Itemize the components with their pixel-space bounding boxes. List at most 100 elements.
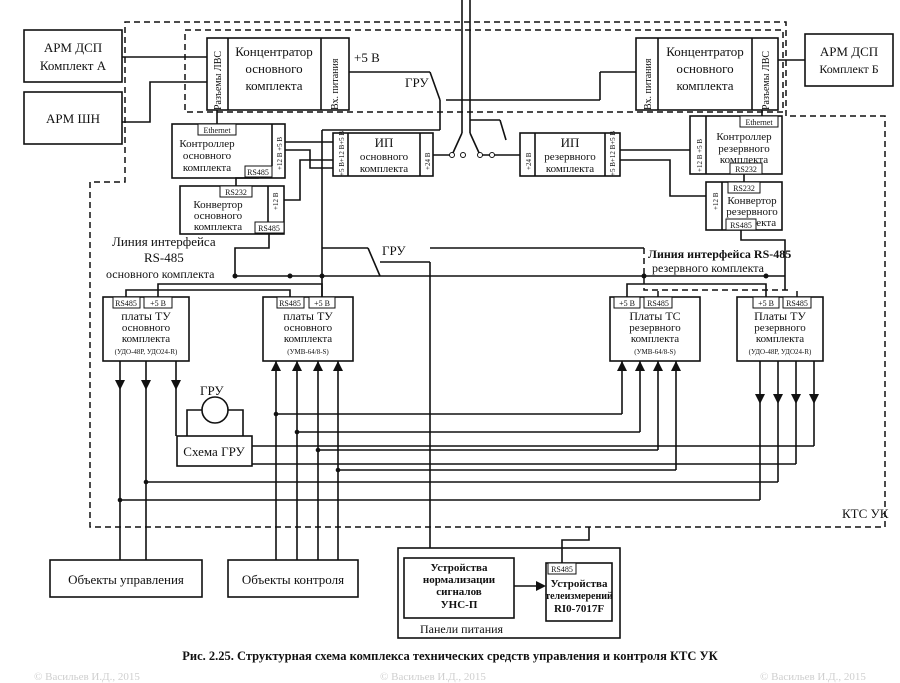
controller-reserve-title-2: резервного — [718, 143, 770, 155]
telemetry-line3: RI0-7017F — [554, 603, 604, 615]
objects-monitor-label: Объекты контроля — [242, 572, 344, 587]
hub-main-title-2: основного — [245, 61, 302, 76]
board-4-title-1: Платы ТУ — [754, 309, 806, 323]
converter-main-title-3: комплекта — [194, 221, 242, 233]
board-2-tag-1: RS485 — [279, 299, 301, 308]
line-main-label-1: Линия интерфейса — [112, 234, 216, 249]
watermark-2: © Васильев И.Д., 2015 — [380, 671, 486, 683]
board-3-title-3: комплекта — [631, 333, 679, 345]
arm-shn-box: АРМ ШН — [23, 91, 123, 145]
board-tu-main-1: RS485 +5 В платы ТУ основного комплекта … — [102, 296, 190, 362]
converter-reserve-rs232: RS232 — [733, 184, 755, 193]
board-1-tag-1: RS485 — [115, 299, 137, 308]
controller-main-rs485: RS485 — [247, 168, 269, 177]
controller-main-title-2: основного — [183, 150, 232, 162]
hub-main-power: Вх. питания — [330, 58, 341, 110]
board-1-title-2: основного — [122, 322, 171, 334]
psu-main-title-1: ИП — [375, 135, 394, 150]
plus5v-label: +5 В — [354, 50, 380, 65]
hub-reserve-power: Вх. питания — [643, 58, 654, 110]
objects-control-label: Объекты управления — [68, 572, 184, 587]
normalizer-box: Устройства нормализации сигналов УНС-П — [403, 557, 515, 619]
normalizer-line2: нормализации — [423, 574, 496, 586]
board-3-title-2: резервного — [629, 322, 681, 334]
board-tu-main-2: RS485 +5 В платы ТУ основного комплекта … — [262, 296, 354, 362]
psu-main-left-rail: +5 В+12 В+5 В — [338, 131, 346, 176]
controller-reserve-box: +12 В +5 В Ethernet Контроллер резервног… — [689, 115, 783, 175]
line-main-label-3: основного комплекта — [106, 267, 215, 281]
board-4-tag-1: +5 В — [758, 299, 774, 308]
gru-middle-label: ГРУ — [382, 243, 406, 258]
gru-indicator-lamp — [201, 396, 229, 424]
controller-main-box: Ethernet Контроллер основного комплекта … — [171, 123, 286, 179]
board-tu-reserve: +5 В RS485 Платы ТУ резервного комплекта… — [736, 296, 824, 362]
converter-main-rs232: RS232 — [225, 188, 247, 197]
telemetry-box: RS485 Устройства телеизмерений RI0-7017F — [545, 562, 613, 622]
psu-reserve-left-rail: +24 В — [525, 152, 533, 170]
arm-dsp-b-line1: АРМ ДСП — [820, 44, 878, 59]
kts-uk-label: КТС УК — [842, 506, 889, 521]
normalizer-line4: УНС-П — [441, 599, 478, 611]
board-4-title-3: комплекта — [756, 333, 804, 345]
psu-reserve-title-2: резервного — [544, 151, 596, 163]
arm-dsp-b-box: АРМ ДСП Комплект Б — [804, 33, 894, 87]
board-2-title-1: платы ТУ — [283, 309, 333, 323]
arm-dsp-b-line2: Комплект Б — [819, 62, 878, 76]
converter-main-title-2: основного — [194, 210, 243, 222]
board-4-title-2: резервного — [754, 322, 806, 334]
psu-main-box: +5 В+12 В+5 В ИП основного комплекта +24… — [332, 131, 434, 177]
hub-main-title-1: Концентратор — [235, 44, 312, 59]
gru-scheme-label: Схема ГРУ — [183, 444, 245, 459]
psu-reserve-box: +24 В ИП резервного комплекта +5 В+12 В+… — [519, 131, 621, 177]
converter-main-title-1: Конвертор — [193, 199, 243, 211]
hub-reserve-title-3: комплекта — [676, 78, 733, 93]
converter-main-box: RS232 +12 В Конвертор основного комплект… — [179, 185, 285, 235]
board-3-model: (УМВ-64/8-S) — [634, 348, 676, 356]
normalizer-line3: сигналов — [436, 586, 482, 598]
converter-reserve-title-2: резервного — [726, 206, 778, 218]
power-panel-label: Панели питания — [420, 622, 504, 636]
board-2-tag-2: +5 В — [314, 299, 330, 308]
hub-reserve-title-2: основного — [676, 61, 733, 76]
telemetry-rs485: RS485 — [551, 565, 573, 574]
main-set-dashed-border — [89, 21, 886, 528]
hub-reserve-box: Вх. питания Концентратор основного компл… — [635, 37, 779, 111]
arm-dsp-a-line1: АРМ ДСП — [44, 40, 102, 55]
controller-reserve-title-1: Контроллер — [716, 131, 772, 143]
controller-reserve-ethernet: Ethernet — [745, 118, 773, 127]
board-4-model: (УДО-48Р, УДО24-R) — [749, 348, 812, 356]
controller-main-rail: +12 В +5 В — [276, 137, 284, 170]
board-ts-reserve: +5 В RS485 Платы ТС резервного комплекта… — [609, 296, 701, 362]
board-1-model: (УДО-48Р, УДО24-R) — [115, 348, 178, 356]
arm-dsp-a-box: АРМ ДСП Комплект А — [23, 29, 123, 83]
hub-main-ports: Разъемы ЛВС — [213, 51, 224, 110]
psu-main-right-rail: +24 В — [424, 152, 432, 170]
board-1-title-3: комплекта — [122, 333, 170, 345]
converter-main-rs485: RS485 — [258, 224, 280, 233]
hub-main-title-3: комплекта — [245, 78, 302, 93]
board-3-tag-2: RS485 — [647, 299, 669, 308]
arm-shn-label: АРМ ШН — [46, 111, 100, 126]
converter-reserve-box: +12 В RS232 Конвертор резервного комплек… — [705, 181, 783, 231]
line-reserve-label-1: Линия интерфейса RS-485 — [648, 247, 791, 261]
board-1-title-1: платы ТУ — [121, 309, 171, 323]
gru-top-label: ГРУ — [405, 75, 429, 90]
controller-reserve-rs232: RS232 — [735, 165, 757, 174]
hub-reserve-title-1: Концентратор — [666, 44, 743, 59]
watermark-3: © Васильев И.Д., 2015 — [760, 671, 866, 683]
psu-main-title-2: основного — [360, 151, 409, 163]
converter-reserve-title-1: Конвертор — [727, 195, 777, 207]
objects-control-box: Объекты управления — [49, 559, 203, 598]
converter-reserve-rail: +12 В — [712, 192, 720, 210]
controller-main-title-3: комплекта — [183, 162, 231, 174]
board-3-tag-1: +5 В — [619, 299, 635, 308]
hub-reserve-ports: Разъемы ЛВС — [761, 51, 772, 110]
line-main-label-2: RS-485 — [144, 250, 184, 265]
controller-main-ethernet: Ethernet — [203, 126, 231, 135]
psu-reserve-title-3: комплекта — [546, 163, 594, 175]
line-reserve-label-2: резервного комплекта — [652, 261, 765, 275]
psu-reserve-title-1: ИП — [561, 135, 580, 150]
psu-main-title-3: комплекта — [360, 163, 408, 175]
board-2-title-3: комплекта — [284, 333, 332, 345]
